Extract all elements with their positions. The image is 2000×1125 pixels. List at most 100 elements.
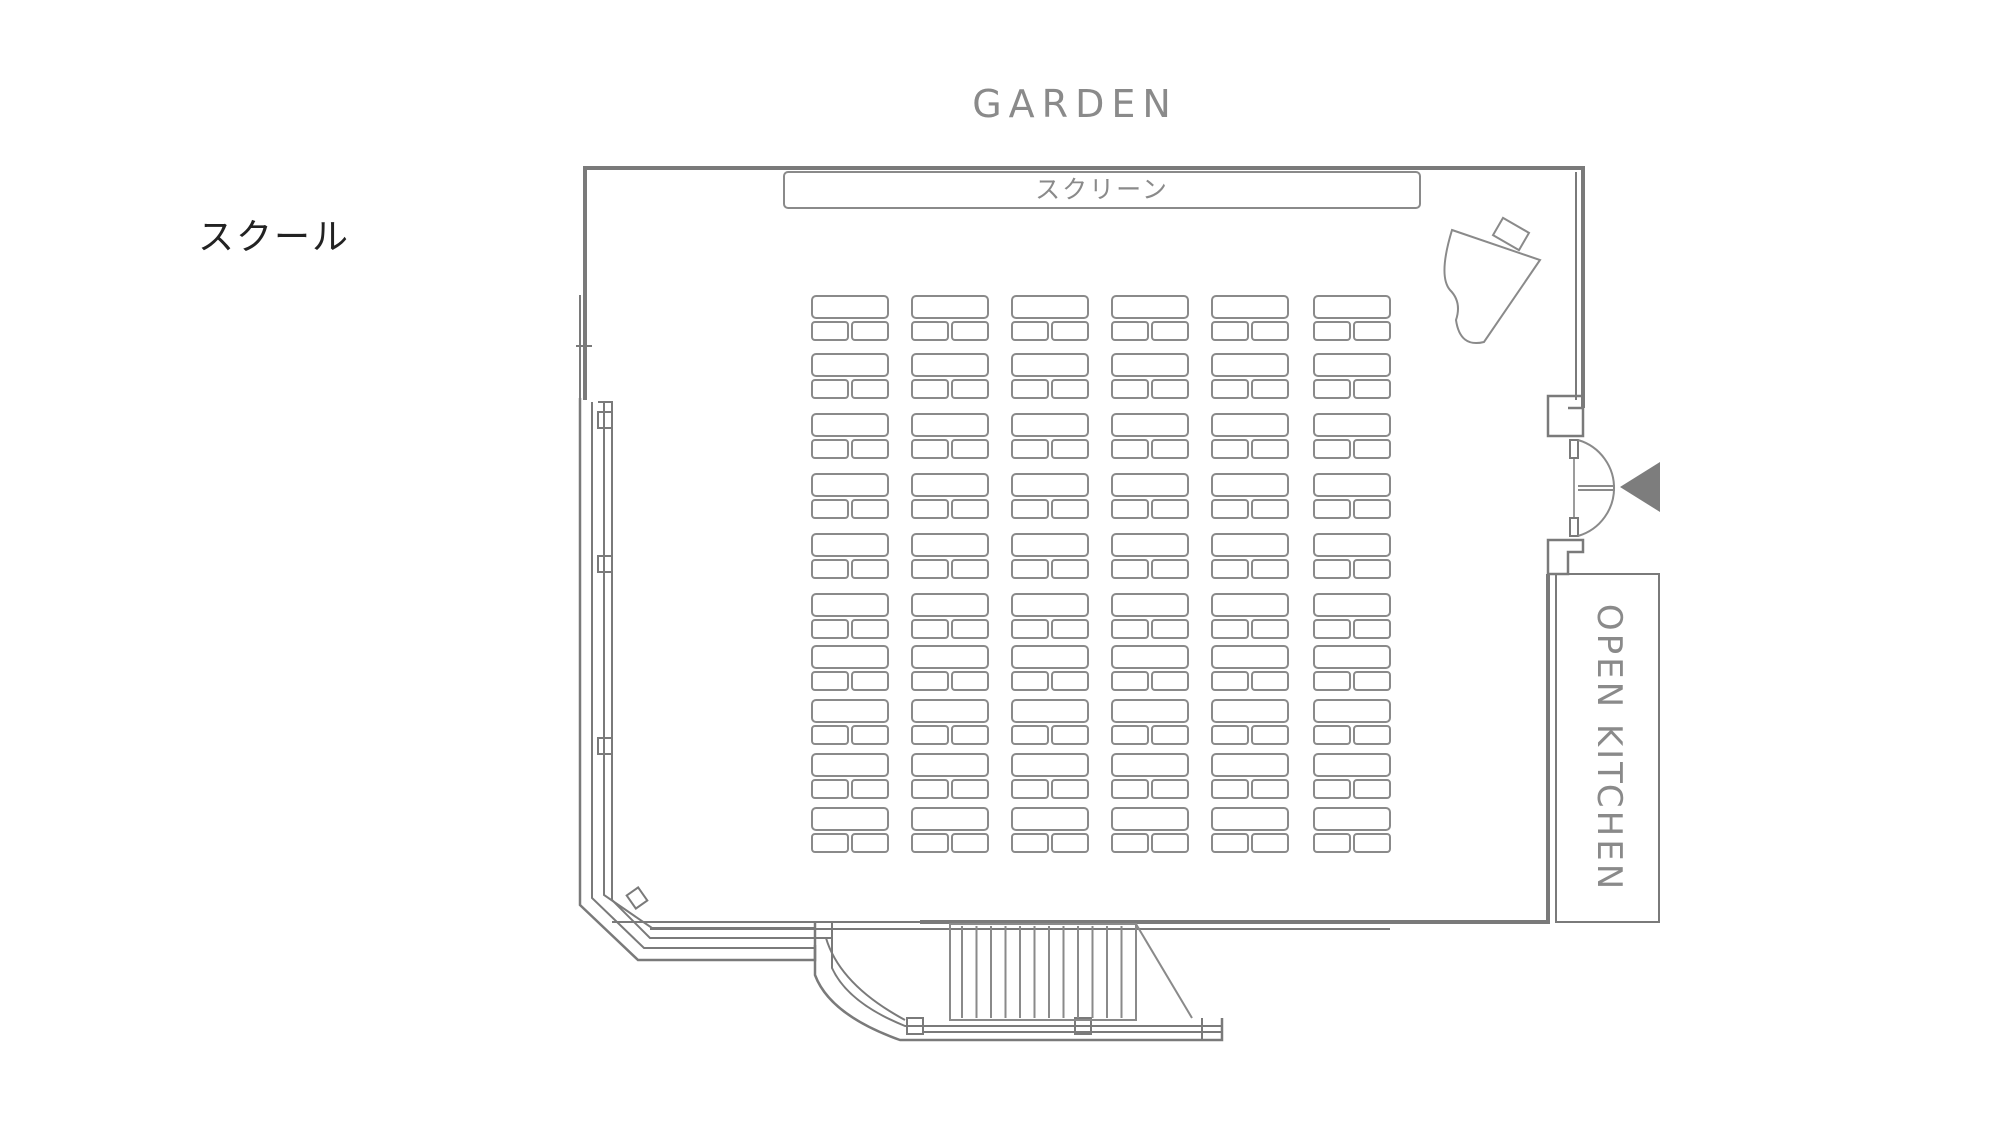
- chair: [851, 725, 889, 745]
- chair: [851, 379, 889, 399]
- chair: [1353, 725, 1391, 745]
- desk: [911, 645, 989, 669]
- screen-label: スクリーン: [1035, 175, 1169, 204]
- chair: [1051, 671, 1089, 691]
- chair: [1211, 379, 1249, 399]
- chair: [951, 833, 989, 853]
- chair: [951, 619, 989, 639]
- chair: [911, 671, 949, 691]
- chair: [811, 779, 849, 799]
- chair: [1011, 833, 1049, 853]
- desk: [911, 533, 989, 557]
- desk: [1111, 593, 1189, 617]
- chair: [1313, 725, 1351, 745]
- chair: [1111, 725, 1149, 745]
- chair: [1211, 671, 1249, 691]
- terrace-outer: [813, 922, 1224, 1042]
- desk: [1211, 295, 1289, 319]
- chair: [1353, 559, 1391, 579]
- chair: [951, 321, 989, 341]
- chair: [951, 779, 989, 799]
- desk: [1211, 353, 1289, 377]
- garden-label: GARDEN: [972, 82, 1178, 126]
- chair: [1151, 725, 1189, 745]
- chair: [851, 559, 889, 579]
- desk: [911, 353, 989, 377]
- chair: [1011, 321, 1049, 341]
- corridor-post: [625, 886, 649, 910]
- desk: [811, 413, 889, 437]
- screen-bar: [783, 171, 1421, 209]
- chair: [1353, 439, 1391, 459]
- chair: [1313, 379, 1351, 399]
- chair: [1151, 779, 1189, 799]
- desk: [1111, 413, 1189, 437]
- chair: [1051, 779, 1089, 799]
- chair: [1251, 379, 1289, 399]
- chair: [1111, 671, 1149, 691]
- chair: [1151, 499, 1189, 519]
- chair: [811, 833, 849, 853]
- chair: [1111, 379, 1149, 399]
- desk: [1111, 753, 1189, 777]
- chair: [1151, 379, 1189, 399]
- left-corridor-mid: [591, 402, 815, 949]
- chair: [1353, 619, 1391, 639]
- chair: [1111, 499, 1149, 519]
- chair: [1313, 833, 1351, 853]
- chair: [1353, 321, 1391, 341]
- desk: [1011, 295, 1089, 319]
- chair: [1211, 779, 1249, 799]
- left-corridor-outer: [578, 398, 817, 962]
- desk: [1313, 645, 1391, 669]
- chair: [1251, 439, 1289, 459]
- chair: [1011, 725, 1049, 745]
- chair: [911, 499, 949, 519]
- desk: [1313, 699, 1391, 723]
- open-kitchen-box: [1555, 573, 1660, 923]
- door-jamb: [1569, 439, 1579, 459]
- desk: [1011, 473, 1089, 497]
- chair: [1011, 499, 1049, 519]
- desk: [1211, 699, 1289, 723]
- desk: [1011, 413, 1089, 437]
- chair: [851, 619, 889, 639]
- desk: [811, 807, 889, 831]
- chair: [1051, 439, 1089, 459]
- chair: [1313, 671, 1351, 691]
- chair: [1111, 439, 1149, 459]
- chair: [1011, 779, 1049, 799]
- desk: [811, 645, 889, 669]
- chair: [1111, 321, 1149, 341]
- chair: [1313, 439, 1351, 459]
- seating-area: [811, 295, 1391, 853]
- desk: [1313, 353, 1391, 377]
- chair: [1313, 499, 1351, 519]
- terrace-post: [906, 1017, 924, 1035]
- door-jamb: [1569, 517, 1579, 537]
- left-corridor-inner: [598, 401, 815, 939]
- chair: [1211, 833, 1249, 853]
- chair: [1211, 559, 1249, 579]
- chair: [811, 499, 849, 519]
- chair: [851, 779, 889, 799]
- desk: [1111, 473, 1189, 497]
- chair: [1251, 499, 1289, 519]
- chair: [811, 671, 849, 691]
- chair: [1011, 559, 1049, 579]
- chair: [911, 725, 949, 745]
- desk: [1313, 473, 1391, 497]
- desk: [811, 473, 889, 497]
- desk: [1011, 593, 1089, 617]
- chair: [1111, 619, 1149, 639]
- chair: [1011, 671, 1049, 691]
- chair: [1211, 619, 1249, 639]
- desk: [811, 533, 889, 557]
- chair: [811, 379, 849, 399]
- chair: [1353, 499, 1391, 519]
- chair: [911, 779, 949, 799]
- chair: [811, 321, 849, 341]
- chair: [1011, 439, 1049, 459]
